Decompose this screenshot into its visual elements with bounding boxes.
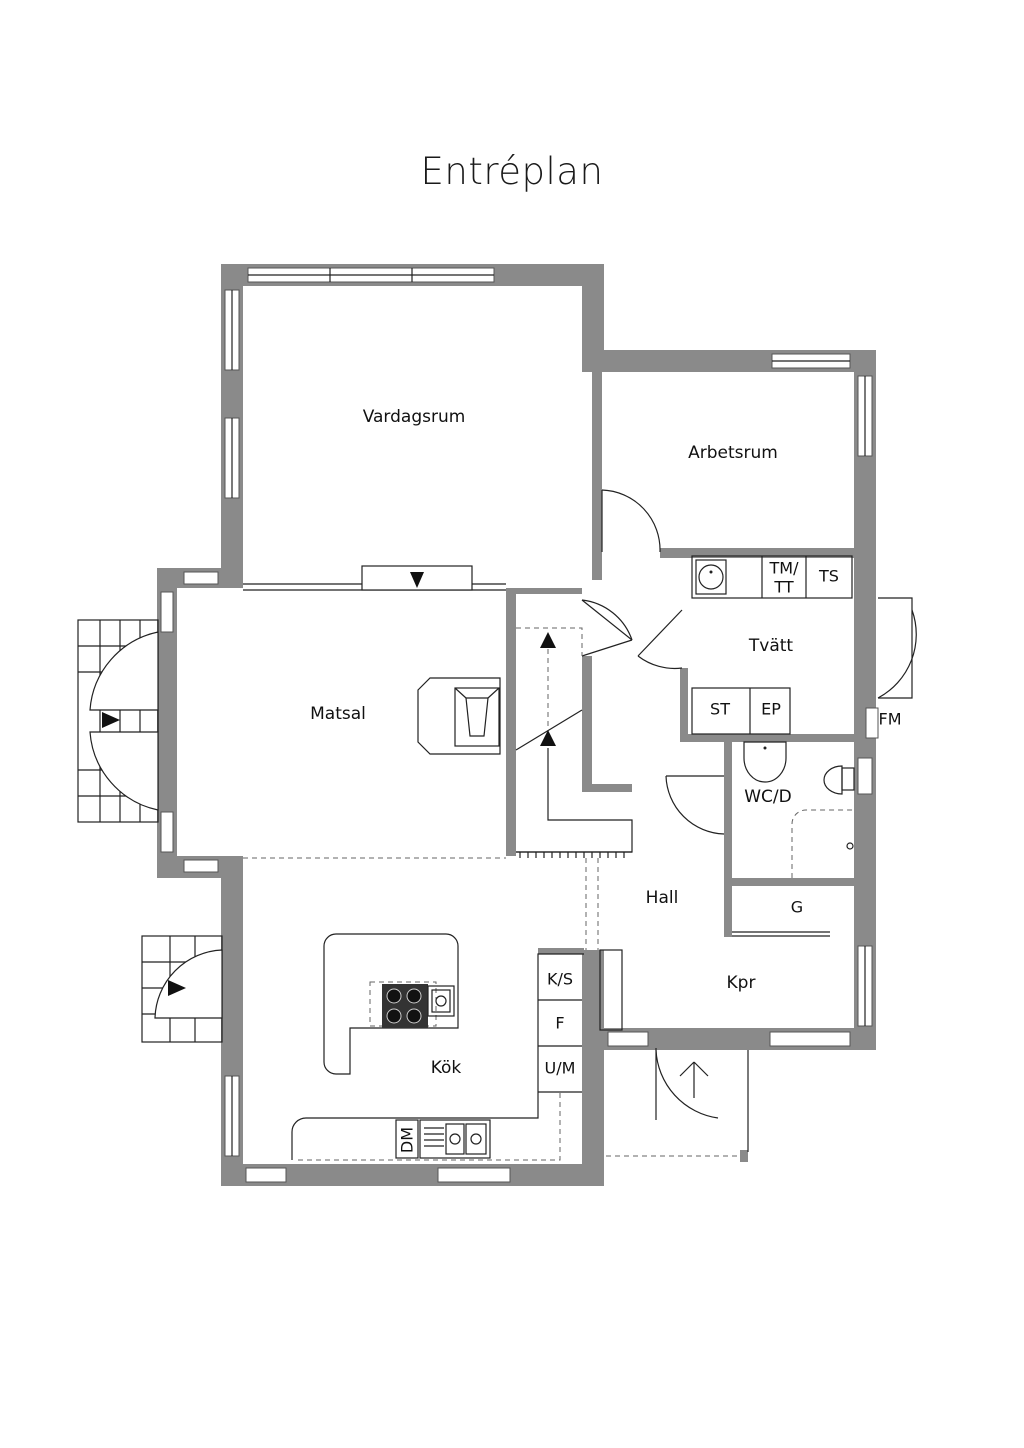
fixture-label-fm: FM	[878, 710, 901, 729]
storage-g	[732, 931, 830, 937]
doors	[77, 489, 917, 1120]
fixture-label-ks: K/S	[547, 970, 573, 989]
room-label-kok: Kök	[431, 1058, 462, 1078]
room-label-wc: WC/D	[744, 787, 792, 807]
plan-title: Entréplan	[420, 150, 604, 193]
kitchen-counter	[291, 953, 584, 1161]
stair-treads	[519, 852, 625, 858]
entrance-arrow	[679, 1050, 749, 1152]
fixture-label-f: F	[555, 1014, 564, 1033]
room-boundaries	[243, 857, 740, 1157]
exterior-walls	[157, 264, 876, 1186]
laundry-fixtures	[691, 555, 853, 735]
fixture-label-ep: EP	[761, 700, 781, 719]
fireplace	[417, 677, 501, 755]
staircase	[515, 627, 633, 858]
fixture-label-tt: TT	[773, 578, 793, 597]
room-label-hall: Hall	[646, 888, 679, 908]
room-label-kpr: Kpr	[727, 973, 756, 993]
windows	[160, 267, 879, 1183]
fixture-label-tm: TM/	[769, 559, 800, 578]
kitchen-island	[323, 933, 459, 1075]
fixture-label-g: G	[791, 898, 803, 917]
fixture-label-ts: TS	[818, 567, 839, 586]
room-label-vardagsrum: Vardagsrum	[363, 407, 466, 427]
fixture-label-st: ST	[710, 700, 730, 719]
interior-walls	[506, 372, 858, 1050]
fixture-label-dm: DM	[398, 1127, 417, 1153]
room-label-matsal: Matsal	[310, 704, 366, 724]
hall-cabinet	[599, 949, 623, 1031]
wc-fixtures	[743, 741, 855, 878]
fixture-label-um: U/M	[545, 1059, 576, 1078]
room-label-arbetsrum: Arbetsrum	[688, 443, 778, 463]
level-step	[243, 565, 506, 591]
room-label-tvatt: Tvätt	[748, 636, 794, 656]
